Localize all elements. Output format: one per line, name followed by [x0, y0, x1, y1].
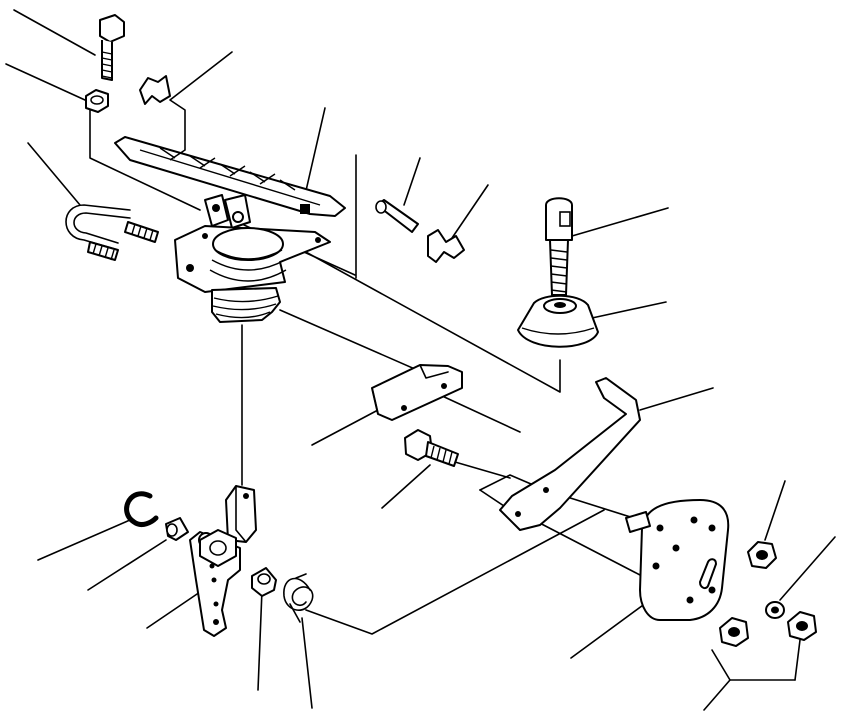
rubber-boot	[517, 294, 599, 348]
bolt-small	[404, 429, 459, 467]
boot-spring	[211, 287, 281, 323]
rod-end	[199, 485, 257, 567]
nut-lower	[719, 611, 817, 647]
nut	[85, 89, 109, 113]
knob	[545, 197, 573, 296]
mounting-plate	[625, 499, 730, 621]
snap-ring	[124, 491, 159, 527]
clip	[139, 75, 171, 105]
retainer-clip	[427, 229, 465, 263]
pedal-base	[174, 225, 331, 293]
washer	[765, 601, 785, 619]
pedal	[114, 136, 346, 229]
pin	[375, 199, 419, 233]
torsion-spring	[283, 573, 314, 623]
bushing	[165, 517, 189, 541]
collar	[251, 567, 277, 597]
bolt	[99, 14, 125, 81]
nut-right	[747, 541, 777, 569]
u-bolt	[65, 204, 159, 261]
shift-lever-bracket	[499, 377, 641, 531]
bracket	[371, 364, 463, 421]
